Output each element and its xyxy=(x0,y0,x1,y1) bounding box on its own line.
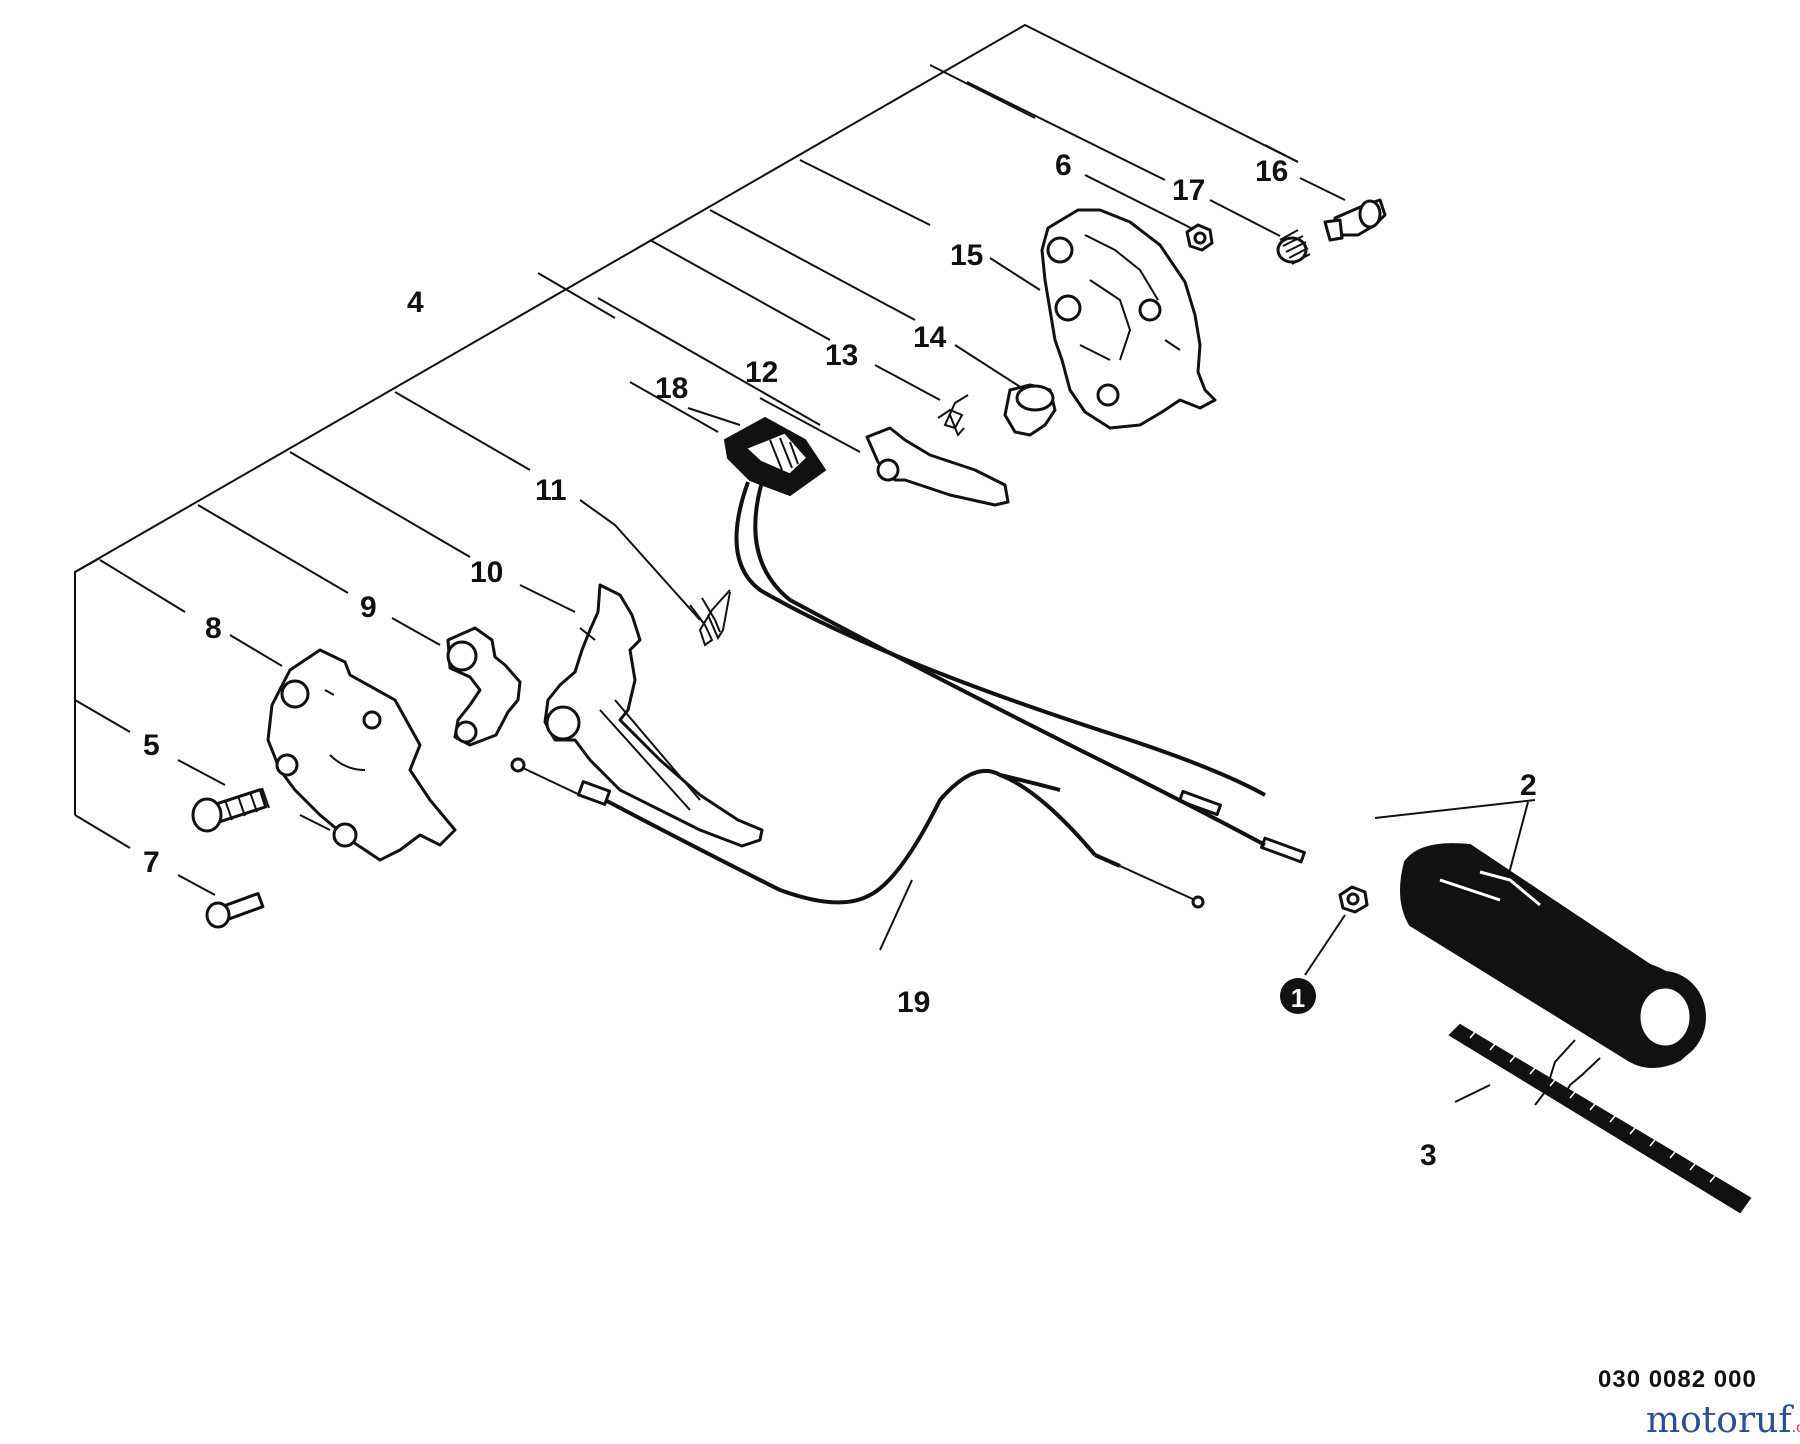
assembly-bracket xyxy=(74,23,1299,815)
drawing-number: 030 0082 000 xyxy=(1598,1366,1757,1393)
nut-6 xyxy=(1185,223,1214,252)
detent xyxy=(1003,383,1057,437)
label-13: 13 xyxy=(825,339,858,372)
label-6: 6 xyxy=(1055,149,1072,182)
watermark-logo: motoruf.de xyxy=(1646,1400,1800,1441)
label-19: 19 xyxy=(897,986,930,1019)
leader-lines xyxy=(74,64,1536,1103)
part-labels: 1 2 3 4 5 6 7 8 9 10 11 12 13 14 15 16 1… xyxy=(143,149,1537,1172)
bolt-5 xyxy=(191,787,270,833)
screw-7 xyxy=(205,892,265,929)
label-4: 4 xyxy=(407,286,424,319)
threaded-rod xyxy=(1448,1023,1752,1214)
label-14: 14 xyxy=(913,321,947,354)
label-9: 9 xyxy=(360,591,377,624)
label-2: 2 xyxy=(1520,769,1537,802)
torsion-spring-13 xyxy=(937,394,969,437)
label-11: 11 xyxy=(535,474,567,507)
marker-1: 1 xyxy=(1280,978,1316,1014)
label-8: 8 xyxy=(205,612,222,645)
plug xyxy=(1323,198,1387,242)
label-7: 7 xyxy=(143,846,160,879)
nut-1 xyxy=(1338,885,1369,914)
label-17: 17 xyxy=(1172,174,1205,207)
label-12: 12 xyxy=(745,356,778,389)
lock-lever xyxy=(865,426,1010,507)
label-16: 16 xyxy=(1255,155,1288,188)
bushing xyxy=(446,626,522,747)
label-1: 1 xyxy=(1291,983,1305,1013)
torsion-spring-11 xyxy=(689,589,731,647)
compression-spring xyxy=(1276,229,1311,265)
stop-switch xyxy=(723,416,1266,847)
throttle-lever xyxy=(543,583,764,848)
watermark-suffix: .de xyxy=(1791,1420,1800,1436)
label-15: 15 xyxy=(950,239,983,272)
label-10: 10 xyxy=(470,556,503,589)
right-handle-half xyxy=(1040,208,1217,430)
label-18: 18 xyxy=(655,372,688,405)
left-handle-half xyxy=(266,648,457,862)
handle-grip xyxy=(1400,843,1706,1068)
label-3: 3 xyxy=(1420,1139,1437,1172)
watermark-text: motoruf xyxy=(1646,1400,1792,1441)
label-5: 5 xyxy=(143,729,160,762)
